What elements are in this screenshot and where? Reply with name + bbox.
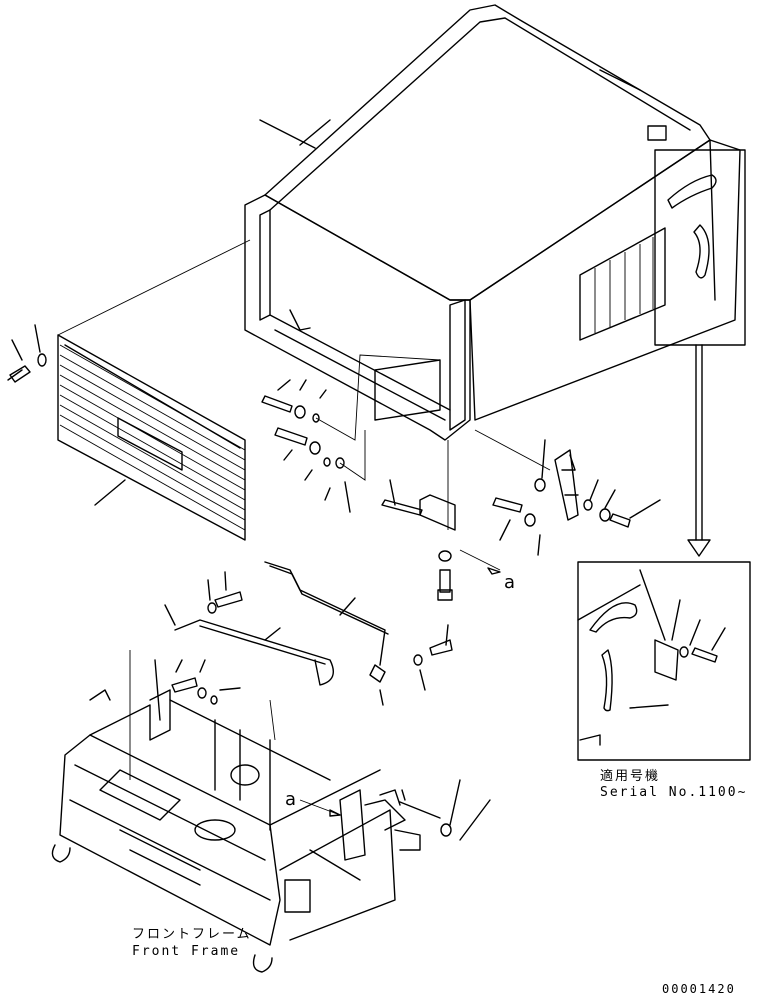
front-frame xyxy=(51,659,491,973)
applicable-serial-jp: 適用号機 xyxy=(600,768,660,784)
callout-a-lower: a xyxy=(285,789,296,810)
frame-hardware xyxy=(164,571,453,706)
serial-number-label: Serial No.1100~ xyxy=(600,785,747,800)
hood-cover xyxy=(244,4,746,441)
front-frame-en-label: Front Frame xyxy=(132,944,240,959)
detail-arrow xyxy=(687,344,711,557)
grille-bolts xyxy=(7,324,47,383)
latch-assembly xyxy=(381,440,501,601)
callout-a-upper: a xyxy=(504,572,515,593)
center-hardware xyxy=(261,354,441,513)
right-bracket-hardware xyxy=(474,429,661,556)
front-frame-jp-label: フロントフレーム xyxy=(132,927,252,942)
figure-number: 00001420 xyxy=(662,982,736,996)
detail-view xyxy=(577,561,751,761)
rods xyxy=(174,561,389,686)
front-grille xyxy=(57,334,246,541)
